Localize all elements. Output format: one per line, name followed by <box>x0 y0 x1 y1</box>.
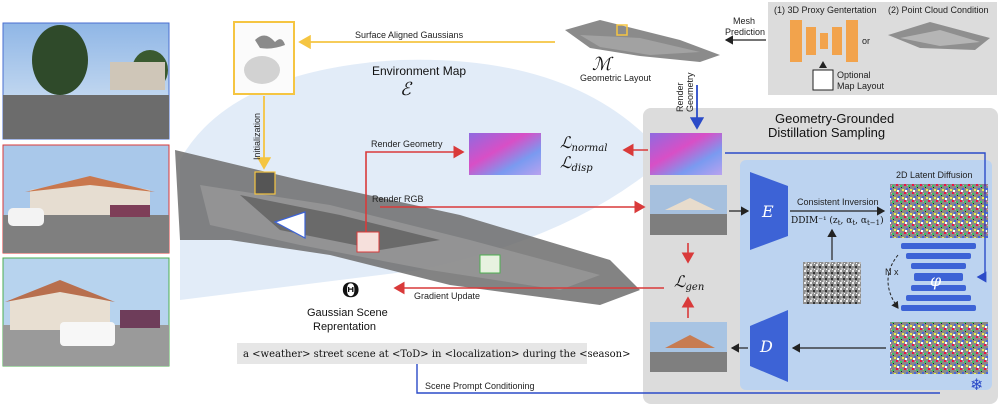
distill-title-1: Geometry-Grounded <box>775 111 894 126</box>
input-photo-1 <box>2 22 170 140</box>
loss-disp: ℒdisp <box>560 153 593 174</box>
encoder-label: E <box>761 202 774 221</box>
gaussian-plant <box>255 35 285 49</box>
label-point-cloud: (2) Point Cloud Condition <box>888 5 989 15</box>
env-map-symbol: ℰ <box>400 79 413 100</box>
camera-marker-blue <box>273 211 306 239</box>
label-environment-map: Environment Map <box>372 64 466 78</box>
decoder-block <box>750 310 788 382</box>
theta-symbol: Θ <box>342 278 359 302</box>
rendered-normal-right <box>650 133 722 175</box>
label-render-geometry-v1: Render <box>675 82 685 112</box>
input-photo-3 <box>2 257 170 367</box>
label-mesh-prediction-1: Mesh <box>733 16 755 26</box>
label-surface-aligned: Surface Aligned Gaussians <box>355 30 464 40</box>
rendered-normal-left <box>469 133 541 175</box>
label-optional-1: Optional <box>837 70 871 80</box>
label-mesh-prediction-2: Prediction <box>725 27 765 37</box>
init-gaussian-marker <box>254 171 276 195</box>
arrow-render-geometry <box>365 145 465 232</box>
prompt-text: a <weather> street scene at <ToD> in <lo… <box>243 349 630 360</box>
encoder-block <box>750 172 788 250</box>
proxy-network-icon <box>790 20 858 62</box>
map-layout-icon <box>812 69 834 91</box>
label-render-geometry-v2: Geometry <box>685 72 695 112</box>
camera-marker-red <box>356 231 380 253</box>
label-geometric-layout: Geometric Layout <box>580 73 652 83</box>
label-n-times: N x <box>885 267 899 277</box>
unet-phi-block <box>901 243 976 311</box>
geometric-layout-symbol: ℳ <box>592 54 614 75</box>
label-gradient-update: Gradient Update <box>414 291 480 301</box>
frozen-snowflake-icon: ❄ <box>970 375 983 394</box>
arrow-geometry-to-unet <box>725 152 987 283</box>
point-cloud-thumbnail <box>888 22 990 50</box>
noisy-latent-top <box>890 184 988 238</box>
loop-arrow <box>887 254 899 309</box>
label-gaussian-scene-1: Gaussian Scene <box>307 307 388 319</box>
phi-symbol: φ <box>930 271 942 290</box>
distill-title-2: Distillation Sampling <box>768 125 885 140</box>
geometric-layout-mesh <box>565 20 720 62</box>
loss-normal: ℒnormal <box>560 133 607 154</box>
label-consistent-inversion: Consistent Inversion <box>797 197 879 207</box>
label-scene-prompt: Scene Prompt Conditioning <box>425 381 535 391</box>
arrow-prompt-conditioning <box>416 364 940 394</box>
label-initialization: Initialization <box>252 113 262 160</box>
ddim-formula: DDIM⁻¹ (zt, αt, αt−1) <box>791 215 884 227</box>
label-render-rgb: Render RGB <box>372 194 424 204</box>
noisy-latent-bottom <box>890 322 988 374</box>
camera-marker-green <box>479 254 501 274</box>
loss-gen: ℒgen <box>674 272 704 293</box>
label-optional-2: Map Layout <box>837 81 885 91</box>
gaussian-ellipse <box>244 56 280 84</box>
input-photo-2 <box>2 144 170 254</box>
label-render-geometry: Render Geometry <box>371 139 443 149</box>
gaussian-noise <box>803 262 861 304</box>
label-or: or <box>862 36 870 46</box>
label-proxy-gen: (1) 3D Proxy Gentertation <box>774 5 877 15</box>
label-gaussian-scene-2: Reprentation <box>313 321 376 333</box>
decoder-label: D <box>759 337 773 356</box>
prompt-box <box>237 343 587 364</box>
label-latent-diffusion: 2D Latent Diffusion <box>896 170 972 180</box>
